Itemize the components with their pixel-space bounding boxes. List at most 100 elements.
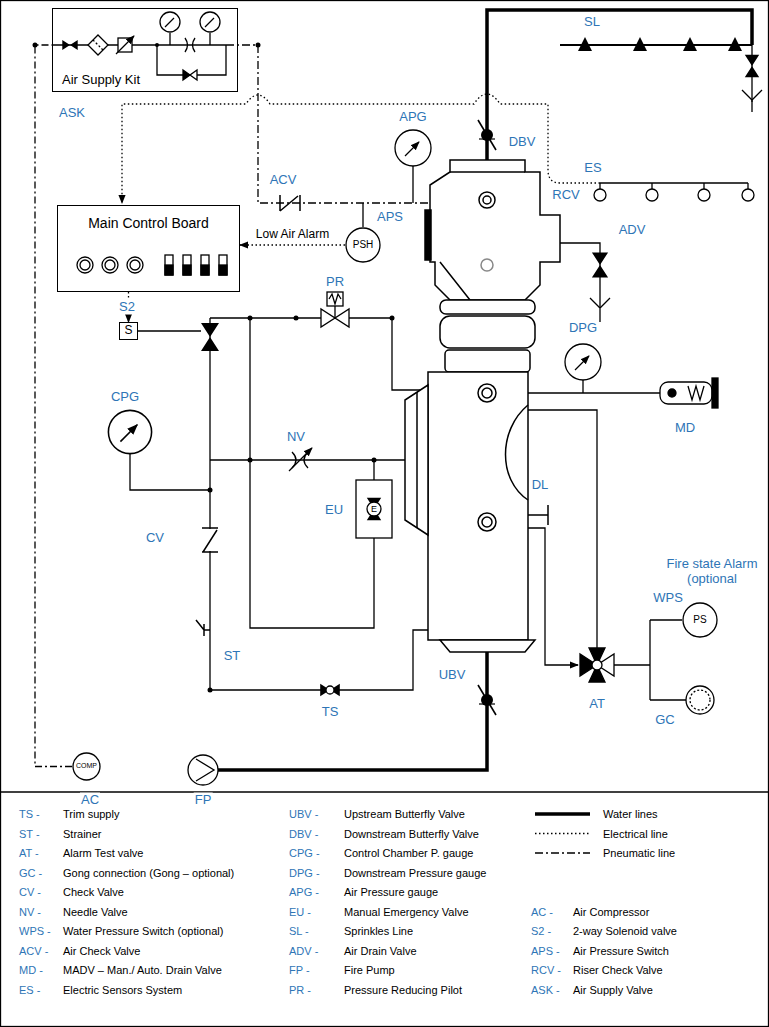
legend-code: NV - bbox=[18, 905, 42, 918]
legend-text: Air Drain Valve bbox=[343, 944, 418, 957]
legend-text: 2-way Solenoid valve bbox=[572, 925, 678, 938]
riser-check-valve bbox=[425, 160, 560, 300]
air-supply-kit bbox=[116, 36, 134, 54]
legend-code: TS - bbox=[18, 808, 41, 821]
fire-pump bbox=[196, 759, 214, 781]
pressure-reducing-pilot bbox=[334, 306, 335, 318]
sprinkler-line bbox=[683, 37, 697, 51]
solenoid-valve bbox=[201, 323, 219, 351]
riser-check-valve bbox=[483, 196, 491, 204]
alarm-test-valve bbox=[686, 686, 714, 714]
control-board-icons bbox=[130, 260, 140, 270]
coupling bbox=[440, 316, 535, 348]
trim-valve bbox=[320, 684, 340, 697]
legend-code: APS - bbox=[530, 944, 561, 957]
needle-valve bbox=[289, 448, 312, 471]
part-label: ST bbox=[223, 649, 242, 664]
sensor-line bbox=[646, 189, 658, 201]
air-supply-kit bbox=[200, 12, 220, 32]
legend-code: MD - bbox=[18, 964, 44, 977]
alarm-test-valve bbox=[528, 528, 578, 665]
sprinkler-line bbox=[742, 90, 762, 112]
air-supply-kit bbox=[160, 12, 180, 32]
pneumatic-line bbox=[395, 130, 431, 166]
part-label: DBV bbox=[508, 135, 537, 150]
air-supply-kit-box: Air Supply Kit bbox=[52, 8, 238, 92]
legend-text: Trim supply bbox=[62, 808, 120, 821]
air-drain-valve bbox=[590, 298, 610, 322]
alarm-test-valve bbox=[528, 410, 597, 648]
trim-lines bbox=[390, 316, 395, 321]
control-board-icons bbox=[165, 255, 173, 275]
compressor-circle: COMP bbox=[72, 752, 101, 781]
legend-samples bbox=[535, 812, 590, 816]
air-supply-kit bbox=[155, 43, 159, 47]
riser-check-valve bbox=[425, 210, 431, 260]
riser-check-valve bbox=[481, 259, 493, 271]
sensor-line bbox=[742, 189, 754, 201]
trim-valve bbox=[320, 684, 340, 697]
control-board-icons bbox=[80, 260, 90, 270]
part-label: TS bbox=[321, 705, 340, 720]
node-text: PS bbox=[693, 614, 706, 626]
sprinkler-line bbox=[578, 37, 592, 51]
circle-outline bbox=[683, 603, 717, 637]
legend-text: Water Pressure Switch (optional) bbox=[62, 925, 224, 938]
sprinkler-line bbox=[560, 37, 762, 112]
part-label: ACV bbox=[269, 173, 298, 188]
legend-text: Downstream Butterfly Valve bbox=[343, 827, 480, 840]
fire-pump bbox=[188, 755, 218, 785]
control-board-icons bbox=[127, 257, 143, 273]
legend-text: Fire Pump bbox=[343, 964, 396, 977]
node-text: S bbox=[124, 324, 132, 338]
sensor-line bbox=[594, 189, 606, 201]
legend-text: Needle Valve bbox=[62, 905, 129, 918]
legend-code: ADV - bbox=[288, 944, 319, 957]
sprinkler-line bbox=[728, 37, 742, 51]
control-board-icons bbox=[219, 255, 227, 275]
downstream-gauge bbox=[565, 344, 601, 393]
part-label: DL bbox=[531, 478, 550, 493]
riser-check-valve bbox=[430, 160, 560, 300]
air-supply-kit bbox=[88, 35, 108, 55]
part-label: ASK bbox=[58, 106, 86, 121]
air-supply-kit bbox=[62, 40, 77, 50]
part-label: ADV bbox=[618, 223, 647, 238]
legend-samples bbox=[535, 814, 590, 853]
legend-text: Control Chamber P. gauge bbox=[343, 847, 474, 860]
riser-check-valve bbox=[479, 192, 495, 208]
legend-code: EU - bbox=[288, 905, 312, 918]
air-supply-kit bbox=[190, 70, 197, 80]
legend-text: Electric Sensors System bbox=[62, 983, 183, 996]
needle-valve bbox=[289, 448, 312, 471]
legend-text: Pressure Reducing Pilot bbox=[343, 983, 463, 996]
part-label: EU bbox=[324, 503, 344, 518]
trim-lines bbox=[248, 458, 253, 463]
pneumatic-line bbox=[280, 195, 300, 211]
trim-lines bbox=[208, 488, 213, 493]
pneumatic-line bbox=[33, 43, 480, 228]
part-label: PR bbox=[325, 275, 345, 290]
pressure-reducing-pilot bbox=[327, 292, 343, 306]
part-label: MD bbox=[674, 421, 696, 436]
connector bbox=[240, 244, 345, 245]
legend-text: Water lines bbox=[602, 808, 659, 821]
air-drain-valve bbox=[560, 243, 610, 322]
butterfly-valve bbox=[478, 120, 496, 715]
trim-valve bbox=[326, 686, 334, 694]
node-text: Air Supply Kit bbox=[62, 73, 140, 88]
trim-lines bbox=[210, 318, 428, 690]
legend-text: Sprinkles Line bbox=[343, 925, 414, 938]
trim-lines bbox=[210, 630, 428, 690]
legend-code: CPG - bbox=[288, 847, 321, 860]
emergency-valve bbox=[367, 498, 381, 520]
legend-code: UBV - bbox=[288, 808, 319, 821]
legend-code: ACV - bbox=[18, 944, 49, 957]
control-board-icons bbox=[77, 255, 227, 275]
part-label: FP bbox=[194, 793, 213, 808]
part-label: CV bbox=[145, 531, 165, 546]
part-label: ES bbox=[583, 161, 602, 176]
legend-text: Alarm Test valve bbox=[62, 847, 145, 860]
part-label: Fire state Alarm (optional bbox=[659, 557, 765, 587]
part-label: CPG bbox=[110, 390, 140, 405]
